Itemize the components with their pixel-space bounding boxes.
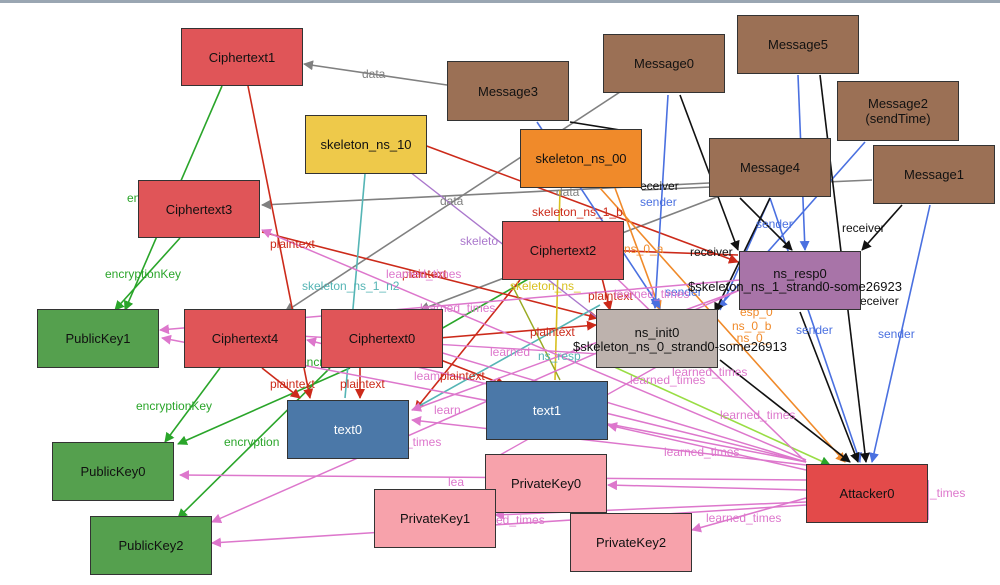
node-ns-init0[interactable]: ns_init0 [596,309,718,368]
edge-receiver [719,359,851,463]
edge-label: plaintext [270,377,315,391]
node-ciphertext3[interactable]: Ciphertext3 [138,180,260,238]
edge-label: data [556,185,580,199]
edge-label: learned_times [630,373,705,387]
edge-label: ed_times [496,513,545,527]
edge-label: plaintext [588,289,633,303]
edge-label: encryptionKey [105,267,181,281]
edge-encryptionkey [114,237,181,311]
edge-learned-times [415,342,807,463]
edge-receiver [799,311,860,463]
edge-label: plaintext [340,377,385,391]
edge-plaintext [414,279,521,411]
edge-label: learned_times [706,511,781,525]
node-privatekey2[interactable]: PrivateKey2 [570,513,692,572]
node-ns-resp0[interactable]: ns_resp0 [739,251,861,310]
edge-label: sender [665,285,702,299]
edge-learned-times [607,480,807,491]
edge-label: _times [405,435,441,449]
edge-encryptionkey [164,367,221,443]
edge-label: eceiver [860,294,899,308]
edge-label: encryptionKey [136,399,212,413]
node-message3[interactable]: Message3 [447,61,569,121]
edge-label: sender [640,195,677,209]
node-ciphertext0[interactable]: Ciphertext0 [321,309,443,368]
edge-label: _ns_0_ [729,331,770,345]
edge-label: ns_resp [538,349,581,363]
edge-label: lea [448,475,464,489]
edge-receiver [739,197,793,251]
node-message5[interactable]: Message5 [737,15,859,74]
edge-skeleton [599,187,846,463]
node-publickey1[interactable]: PublicKey1 [37,309,159,368]
edge-label: _times [929,486,965,500]
edge-label: sender [796,323,833,337]
node-ns-init0-sublabel: $skeleton_ns_0_strand0-some26913 [573,339,787,354]
edge-sender [869,204,931,463]
edge-label: en [127,191,140,205]
edge-skeleton [423,144,739,264]
edge-label: skeleto [460,234,498,248]
node-privatekey0[interactable]: PrivateKey0 [485,454,607,513]
node-text1[interactable]: text1 [486,381,608,440]
edge-learned-times [211,504,807,548]
edge-receiver [861,204,903,251]
edge-label: learned_times [386,267,461,281]
edge-label: skeleton_ns_ [510,279,581,293]
edge-label: receiver [690,245,733,259]
edge-skeleton [609,364,831,466]
node-message4[interactable]: Message4 [709,138,831,197]
edge-label: ns_0_a [624,242,664,256]
edge-plaintext [261,367,301,399]
node-message2[interactable]: Message2 (sendTime) [837,81,959,141]
edge-label: skeleton_ns_1_n2 [302,279,400,293]
node-ns-resp0-sublabel: $skeleton_ns_1_strand0-some26923 [688,279,902,294]
edge-label: learned [490,345,530,359]
edge-label: receiver [842,221,885,235]
node-skeleton-ns-10[interactable]: skeleton_ns_10 [305,115,427,174]
edge-learned-times [607,422,807,471]
node-message1[interactable]: Message1 [873,145,995,204]
edge-label: plaintext [402,267,447,281]
edge-plaintext [261,231,599,321]
edge-label: leam [414,369,440,383]
node-text0[interactable]: text0 [287,400,409,459]
node-attacker0[interactable]: Attacker0 [806,464,928,523]
node-ciphertext4[interactable]: Ciphertext4 [184,309,306,368]
node-ciphertext2[interactable]: Ciphertext2 [502,221,624,280]
edge-label: data [440,194,464,208]
node-privatekey1[interactable]: PrivateKey1 [374,489,496,548]
node-ciphertext1[interactable]: Ciphertext1 [181,28,303,86]
edge-label: plaintext [530,325,575,339]
node-message0[interactable]: Message0 [603,34,725,93]
edge-label: plaintext [440,369,485,383]
edge-label: plaintext [270,237,315,251]
edge-label: learned_times [664,445,739,459]
edge-label: learned_times [614,287,689,301]
edge-sender [650,94,669,309]
edge-data [303,60,448,86]
edge-label: sender [878,327,915,341]
edge-receiver [569,121,621,131]
edge-label: data [362,67,386,81]
window-top-border [0,0,1000,3]
edge-label: ns_0_b [732,319,772,333]
edge-data [284,91,621,313]
edge-skeleton [511,284,561,381]
edge-learned-times [261,228,807,461]
edge-label: learned_times [720,408,795,422]
node-publickey0[interactable]: PublicKey0 [52,442,174,501]
edge-label: encryption [224,435,279,449]
edge-skeleton [614,187,662,311]
edge-label: skeleton_ns_1_b [532,205,623,219]
edge-label: eceiver [640,179,679,193]
edge-label: sender [756,217,793,231]
edge-label: learned_times [672,365,747,379]
node-publickey2[interactable]: PublicKey2 [90,516,212,575]
edge-encryptionkey [177,367,351,445]
edge-learned-times [411,416,807,466]
edge-label: learn [434,403,461,417]
node-skeleton-ns-00[interactable]: skeleton_ns_00 [520,129,642,188]
